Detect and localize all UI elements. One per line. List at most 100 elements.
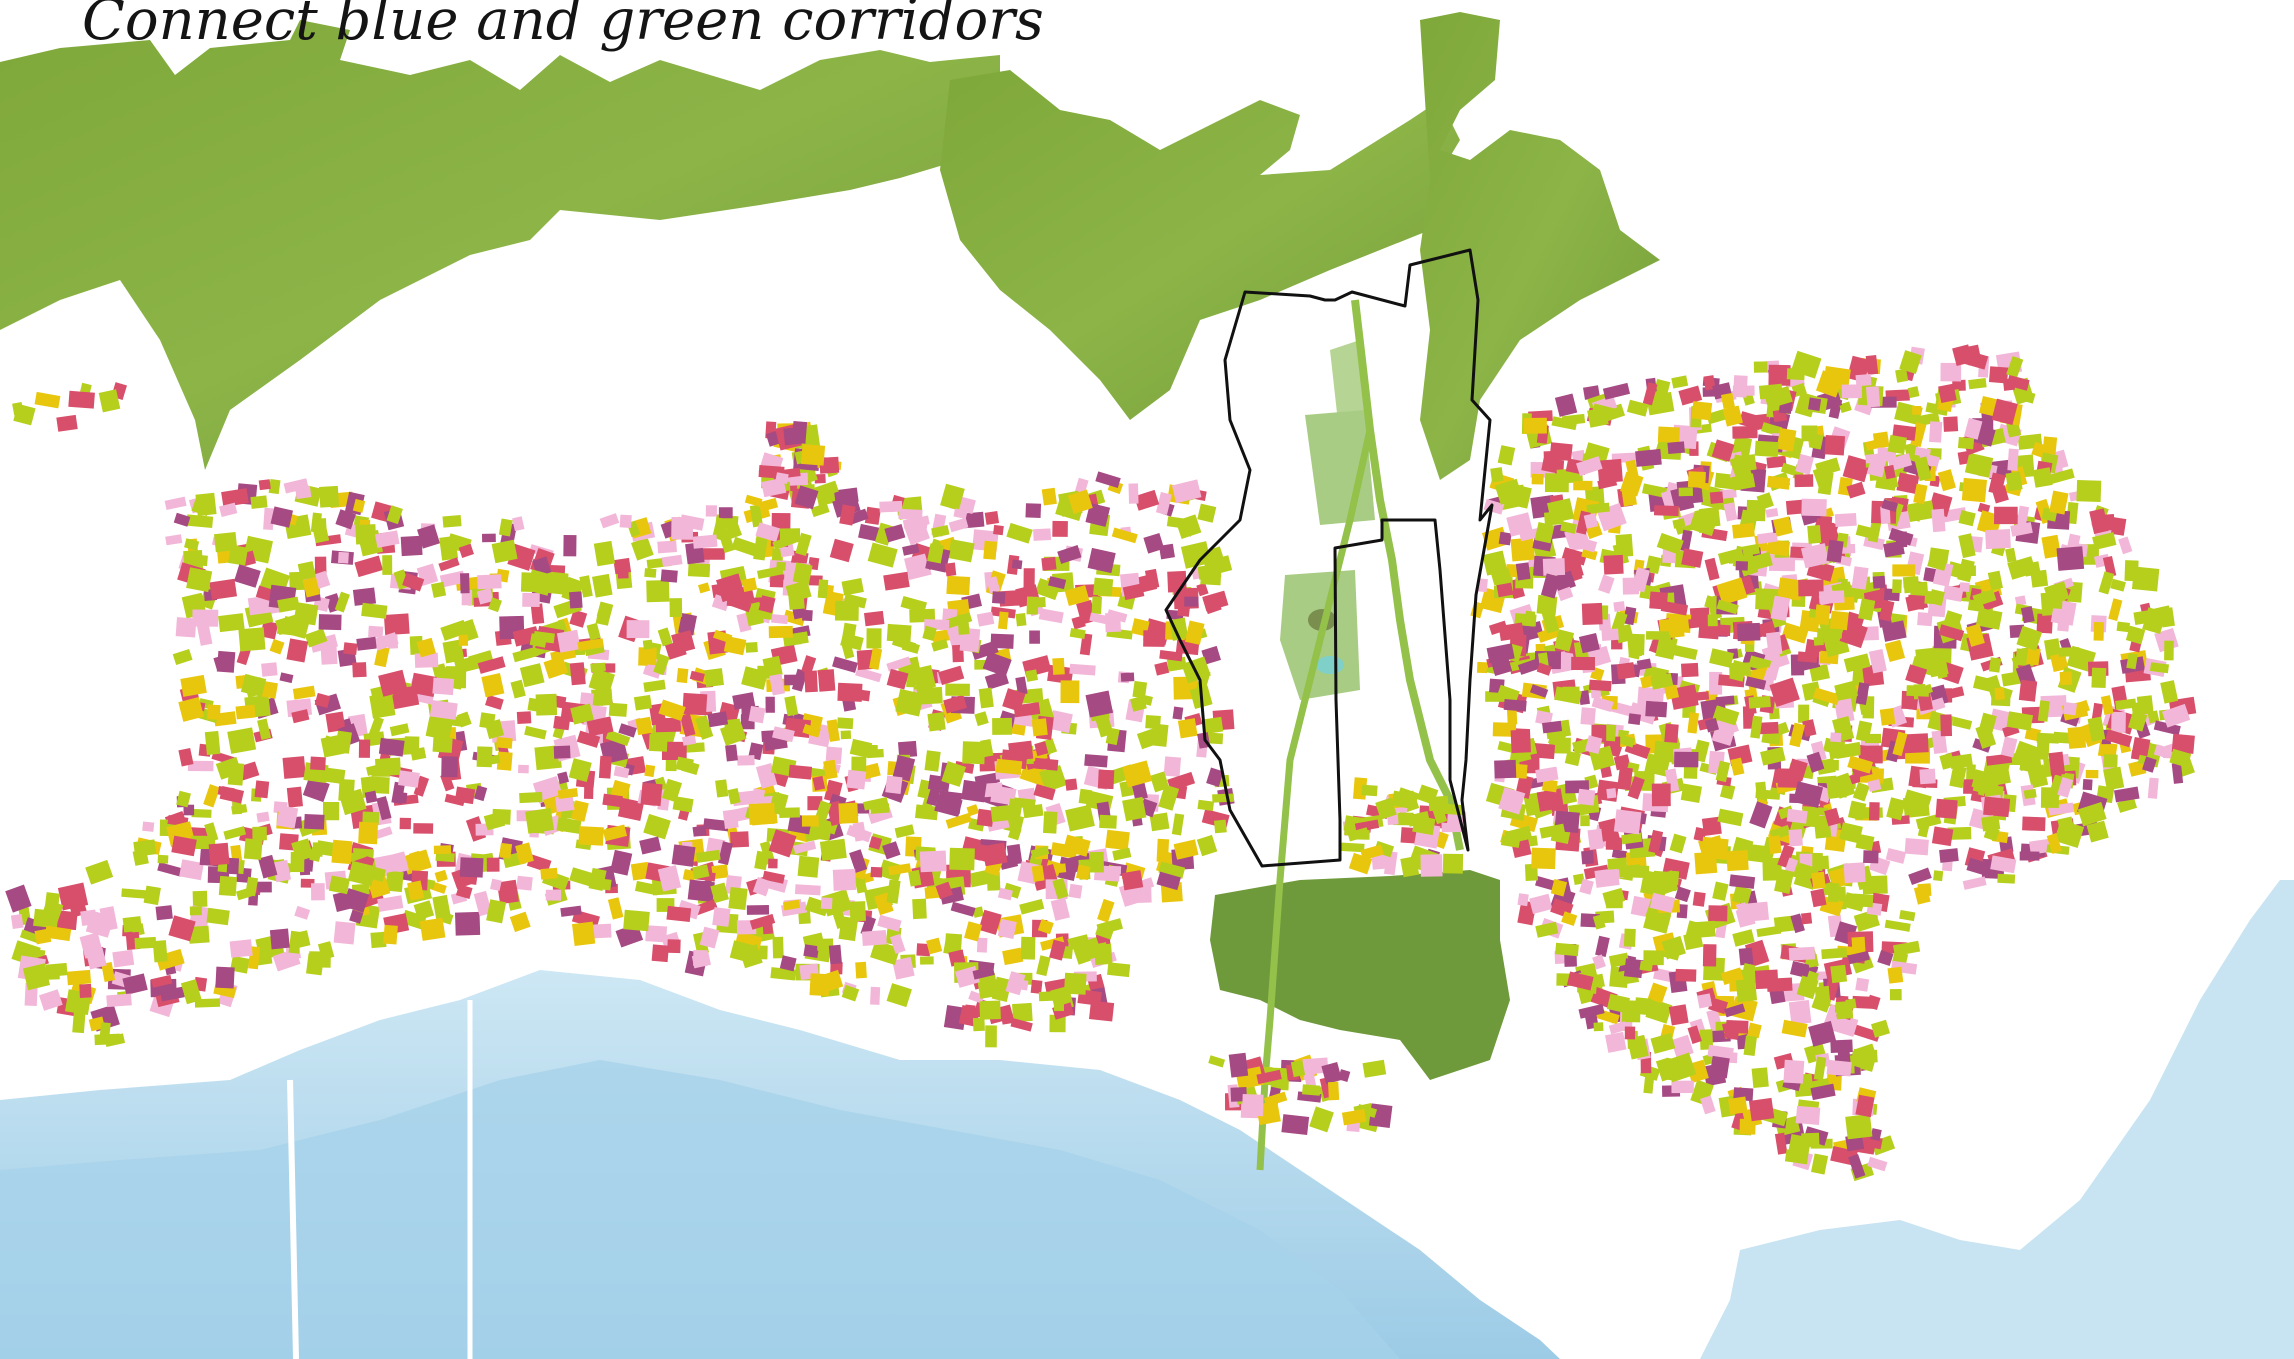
building-block xyxy=(1751,551,1773,571)
building-block xyxy=(791,668,808,692)
building-block xyxy=(1375,797,1397,820)
building-block xyxy=(1006,844,1023,866)
building-block xyxy=(1732,929,1755,947)
building-block xyxy=(758,595,776,614)
building-block xyxy=(729,940,755,963)
building-block xyxy=(1611,848,1628,860)
building-block xyxy=(5,884,32,913)
building-block xyxy=(1766,977,1793,992)
building-block xyxy=(160,986,185,1002)
building-block xyxy=(671,844,696,867)
building-block xyxy=(730,831,750,848)
building-block xyxy=(837,717,854,730)
building-block xyxy=(2092,532,2117,551)
building-block xyxy=(794,884,821,896)
building-block xyxy=(938,665,965,686)
building-block xyxy=(483,811,506,831)
building-block xyxy=(947,539,975,563)
building-block xyxy=(413,775,430,797)
building-block xyxy=(165,534,183,546)
building-block xyxy=(1089,851,1104,873)
building-block xyxy=(186,514,214,529)
building-block xyxy=(657,627,673,647)
building-block xyxy=(745,641,758,653)
building-block xyxy=(1591,696,1614,713)
building-block xyxy=(1040,936,1065,951)
building-block xyxy=(1341,1109,1367,1126)
building-block xyxy=(252,826,267,841)
building-block xyxy=(924,750,941,772)
building-block xyxy=(1647,982,1668,1004)
building-block xyxy=(522,592,540,608)
building-block xyxy=(1603,554,1624,575)
building-block xyxy=(1649,892,1676,913)
building-block xyxy=(1033,528,1052,541)
building-block xyxy=(655,717,682,733)
building-block xyxy=(312,842,323,857)
building-block xyxy=(1579,878,1594,895)
building-block xyxy=(489,878,502,892)
building-block xyxy=(1208,1055,1226,1068)
building-block xyxy=(2026,647,2041,666)
building-block xyxy=(2086,820,2109,843)
building-block xyxy=(814,473,826,484)
building-block xyxy=(1765,631,1783,656)
building-block xyxy=(1105,829,1130,851)
building-block xyxy=(1097,769,1115,790)
building-block xyxy=(2171,762,2184,784)
building-block xyxy=(902,515,930,529)
building-block xyxy=(192,599,204,610)
building-block xyxy=(617,566,629,579)
building-block xyxy=(13,403,36,426)
building-block xyxy=(1808,397,1822,412)
building-block xyxy=(2010,522,2033,537)
building-block xyxy=(1557,586,1574,602)
building-block xyxy=(530,603,545,625)
building-block xyxy=(1813,1056,1827,1081)
building-block xyxy=(1860,745,1883,764)
building-block xyxy=(1667,441,1685,455)
building-block xyxy=(1845,1114,1873,1140)
building-block xyxy=(1670,1034,1694,1059)
building-block xyxy=(1748,695,1771,709)
building-block xyxy=(1766,538,1791,557)
building-block xyxy=(1880,506,1891,524)
building-block xyxy=(1776,427,1797,452)
building-block xyxy=(1540,573,1561,599)
building-block xyxy=(877,914,902,932)
building-block xyxy=(713,629,733,644)
building-block xyxy=(1360,844,1384,861)
building-block xyxy=(830,961,843,975)
building-block xyxy=(1197,563,1222,580)
building-block xyxy=(1669,833,1687,854)
building-block xyxy=(1643,950,1664,966)
building-block xyxy=(2098,571,2115,595)
building-block xyxy=(972,1017,985,1032)
building-block xyxy=(218,875,238,897)
building-block xyxy=(1621,1000,1641,1023)
building-block xyxy=(369,692,396,719)
building-block xyxy=(864,610,885,627)
building-block xyxy=(2067,726,2087,749)
building-block xyxy=(290,852,305,873)
building-block xyxy=(491,539,518,564)
building-block xyxy=(543,655,569,679)
building-block xyxy=(657,865,682,892)
building-block xyxy=(1640,675,1654,689)
building-block xyxy=(1362,1059,1387,1078)
building-block xyxy=(823,759,838,780)
building-block xyxy=(1150,723,1169,747)
building-block xyxy=(1041,487,1057,506)
building-block xyxy=(435,852,455,863)
building-block xyxy=(2103,754,2118,768)
building-block xyxy=(941,761,967,787)
building-block xyxy=(993,524,1004,536)
building-block xyxy=(1896,472,1920,494)
building-block xyxy=(2164,640,2174,661)
building-block xyxy=(1631,567,1651,593)
building-block xyxy=(754,850,769,871)
building-block xyxy=(661,554,683,567)
building-block xyxy=(568,758,592,782)
green-corridor xyxy=(1351,299,1464,851)
building-block xyxy=(1566,971,1594,991)
